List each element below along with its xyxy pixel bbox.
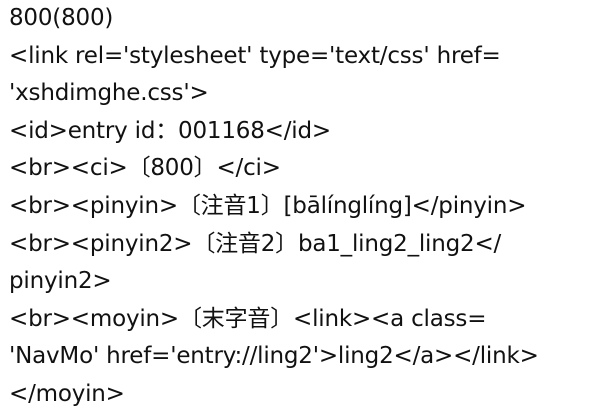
moyin-close-line: </moyin>	[9, 380, 125, 407]
stylesheet-href-line: 'xshdimghe.css'>	[9, 80, 209, 107]
entry-id-line: <id>entry id：001168</id>	[9, 117, 331, 144]
ci-line: <br><ci>〔800〕</ci>	[9, 155, 281, 182]
pinyin2-close-line: pinyin2>	[9, 268, 112, 295]
moyin-link-line: 'NavMo' href='entry://ling2'>ling2</a></…	[9, 343, 539, 370]
entry-headword-line: 800(800)	[9, 5, 114, 31]
pinyin2-line: <br><pinyin2>〔注音2〕ba1_ling2_ling2</	[9, 230, 502, 257]
stylesheet-link-line: <link rel='stylesheet' type='text/css' h…	[9, 42, 501, 69]
moyin-line: <br><moyin>〔末字音〕<link><a class=	[9, 305, 487, 332]
pinyin-line: <br><pinyin>〔注音1〕[bālínglíng]</pinyin>	[9, 192, 527, 219]
dictionary-entry-source: 800(800) <link rel='stylesheet' type='te…	[9, 0, 599, 414]
